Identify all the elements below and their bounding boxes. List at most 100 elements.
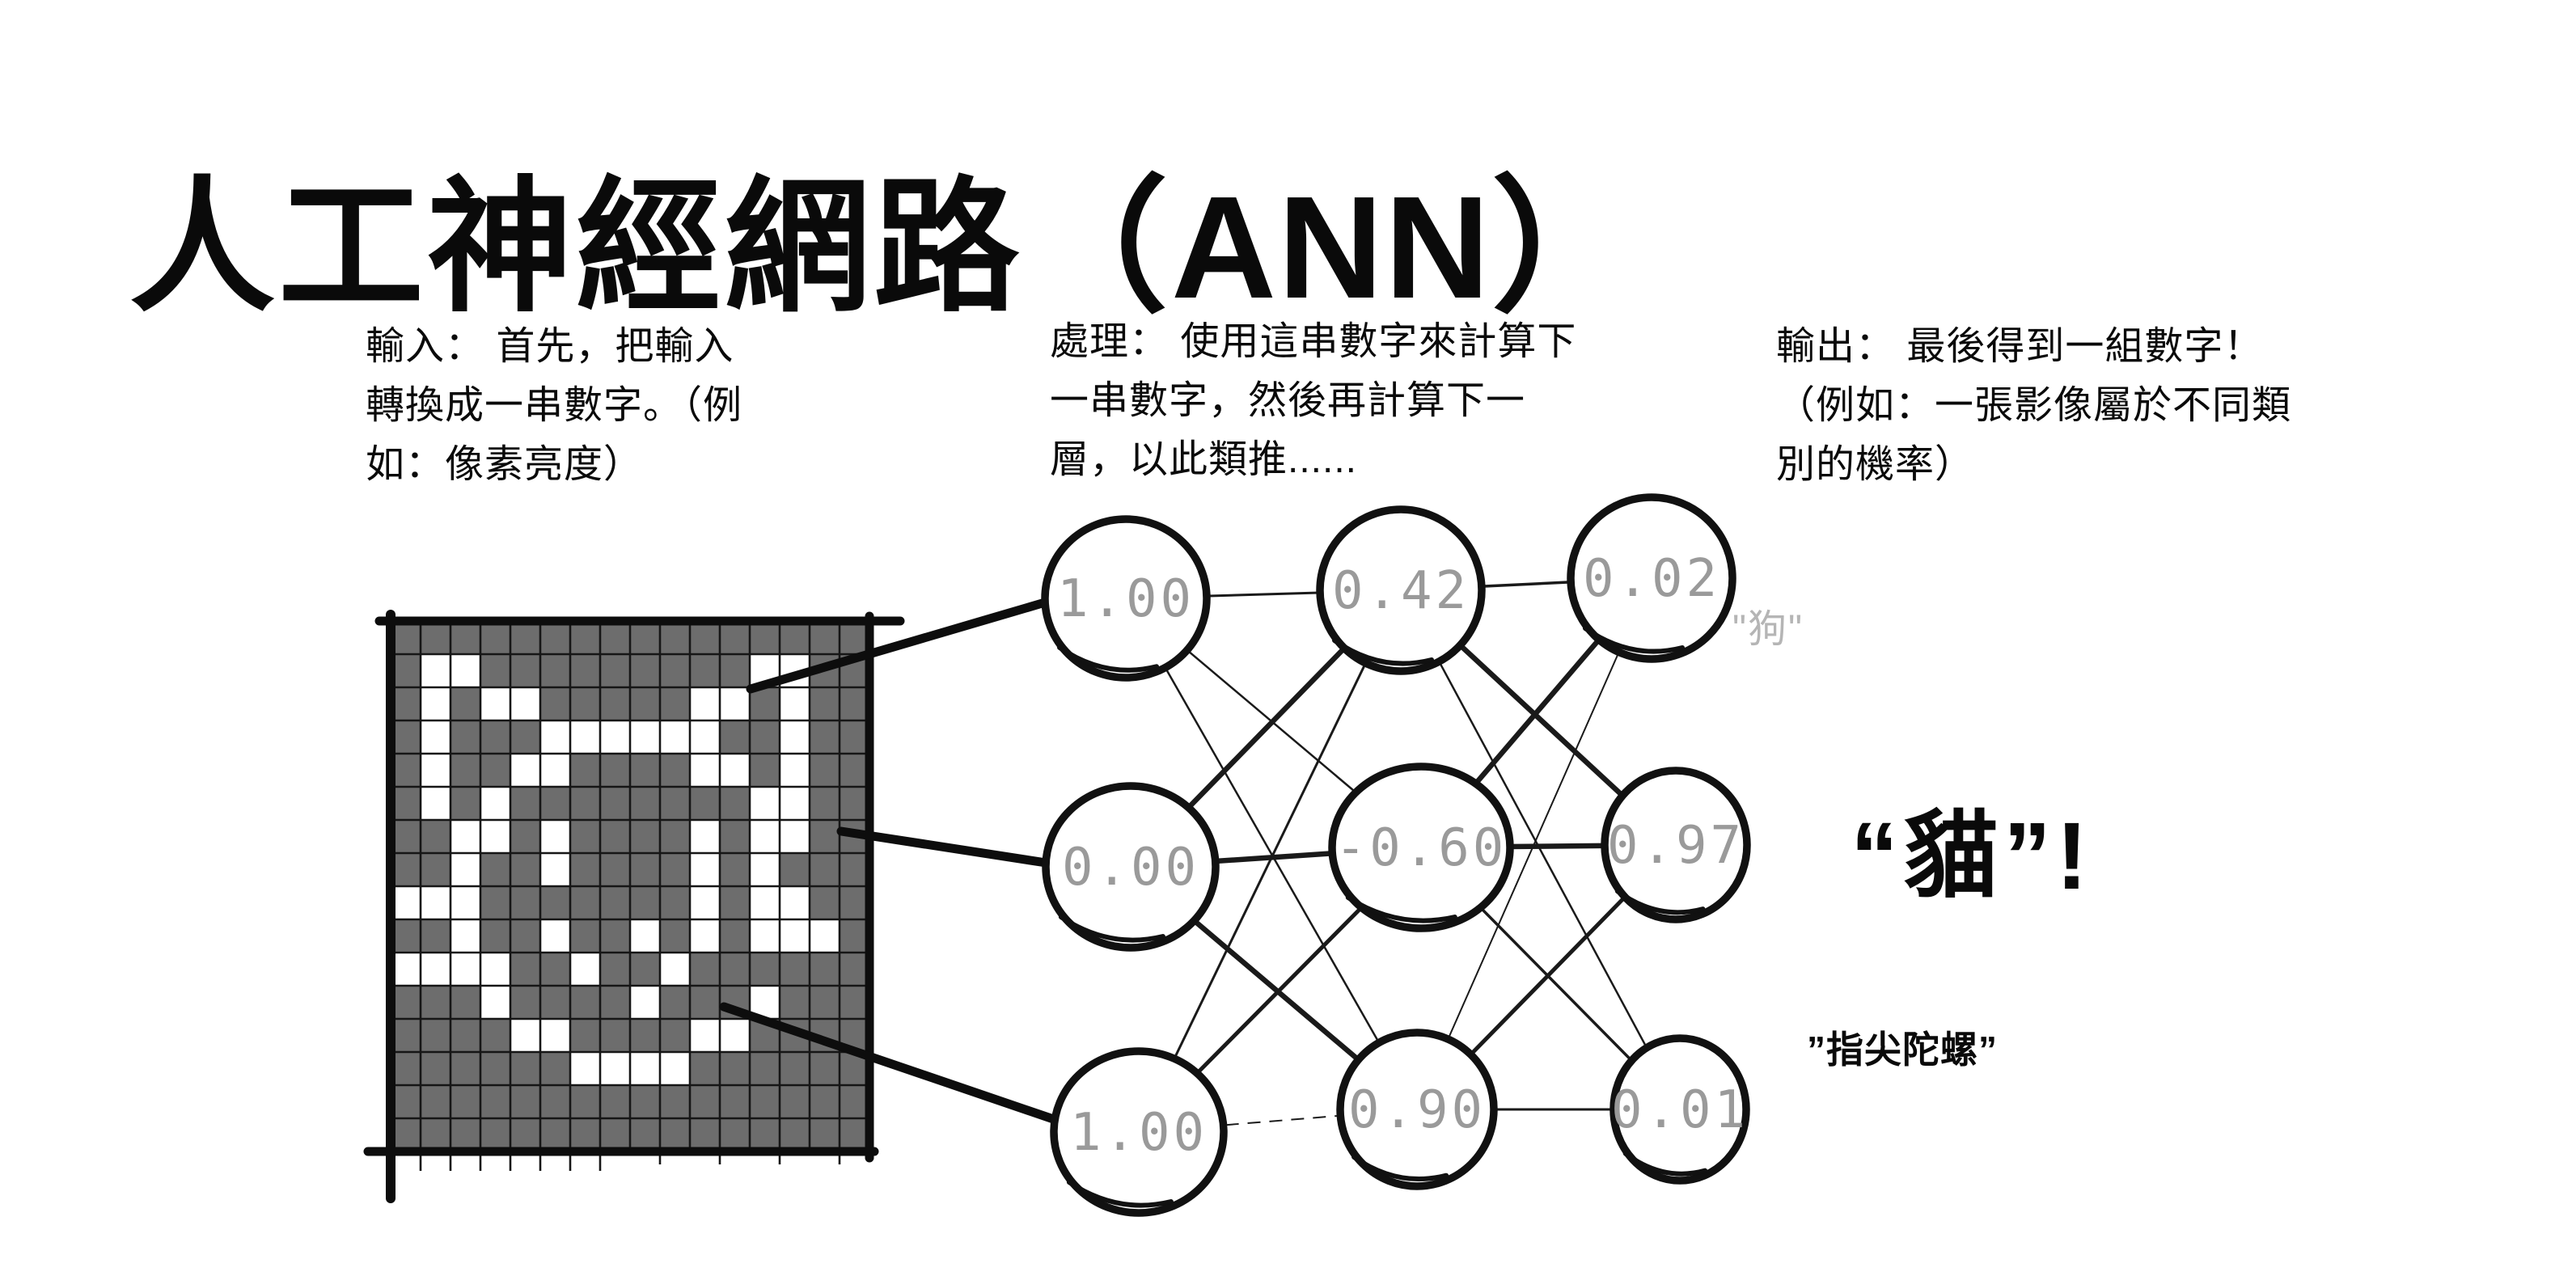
- pixel-cell: [450, 654, 480, 687]
- pixel-cell: [750, 886, 780, 919]
- pixel-cell: [600, 720, 630, 754]
- pixel-cell: [780, 986, 810, 1019]
- class-label-spinner: ”指尖陀螺”: [1807, 1029, 1998, 1071]
- pixel-cell: [630, 1052, 660, 1085]
- input-caption-line: 轉換成一串數字。（例: [366, 384, 743, 427]
- pixel-cell: [690, 919, 720, 953]
- pixel-cell: [450, 1052, 480, 1085]
- node-value-output: 0.01: [1611, 1080, 1749, 1140]
- cat-quote-close: ”!: [2003, 803, 2093, 910]
- pixel-cell: [630, 886, 660, 919]
- network-node-hidden: [1336, 1029, 1498, 1190]
- pixel-cell: [750, 1118, 780, 1151]
- pixel-cell: [630, 687, 660, 720]
- pixel-cell: [480, 953, 510, 986]
- pixel-cell: [570, 919, 600, 953]
- pixel-cell: [840, 919, 869, 953]
- pixel-cell: [391, 986, 421, 1019]
- pixel-cell: [480, 1019, 510, 1052]
- pixel-cell: [540, 720, 570, 754]
- pixel-cell: [810, 919, 840, 953]
- pixel-cell: [690, 621, 720, 654]
- pixel-cell: [391, 820, 421, 853]
- node-sketch-stroke: [1066, 1180, 1174, 1208]
- pixel-cell: [391, 953, 421, 986]
- pixel-cell: [391, 1085, 421, 1118]
- input-caption-line: 如：像素亮度）: [366, 443, 644, 486]
- pixel-cell: [600, 820, 630, 853]
- pixel-cell: [480, 820, 510, 853]
- node-sketch-stroke: [1332, 638, 1434, 666]
- pixel-cell: [660, 820, 690, 853]
- pixel-cell: [630, 1085, 660, 1118]
- pixel-cell: [540, 1052, 570, 1085]
- pixel-cell: [810, 787, 840, 820]
- pixel-cell: [391, 621, 421, 654]
- pixel-cell: [540, 1085, 570, 1118]
- pixel-cell: [421, 787, 450, 820]
- pixel-cell: [690, 687, 720, 720]
- pixel-cell: [421, 820, 450, 853]
- input-caption: 輸入： 首先，把輸入 轉換成一串數字。（例 如：像素亮度）: [366, 317, 899, 494]
- pixel-cell: [600, 687, 630, 720]
- pixel-cell: [660, 919, 690, 953]
- pixel-cell: [720, 1052, 750, 1085]
- pixel-cell: [810, 986, 840, 1019]
- node-sketch-stroke: [1345, 895, 1457, 923]
- pixel-cell: [540, 787, 570, 820]
- pixel-cell: [660, 1019, 690, 1052]
- pixel-cell: [780, 621, 810, 654]
- pixel-cell: [840, 687, 869, 720]
- process-caption-line: 一串數字，然後再計算下一: [1050, 379, 1526, 422]
- pixel-cell: [600, 787, 630, 820]
- pixel-cell: [570, 621, 600, 654]
- pixel-cell: [450, 853, 480, 886]
- pixel-cell: [391, 754, 421, 787]
- pixel-cell: [480, 787, 510, 820]
- pixel-cell: [780, 754, 810, 787]
- pixel-cell: [540, 1118, 570, 1151]
- pixel-cell: [630, 654, 660, 687]
- network-node-output: [1609, 1034, 1750, 1185]
- cat-quote-open: “: [1851, 803, 1903, 910]
- pixel-cell: [630, 853, 660, 886]
- output-caption-line: 別的機率）: [1776, 443, 1975, 486]
- pixel-cell: [660, 986, 690, 1019]
- node-sketch-stroke: [1583, 626, 1685, 654]
- pixel-cell: [421, 654, 450, 687]
- pixel-cell: [750, 1052, 780, 1085]
- page-title: 人工神經網路（ANN）: [129, 129, 1640, 340]
- pixel-cell: [810, 886, 840, 919]
- pixel-cell: [660, 1085, 690, 1118]
- pixel-cell: [510, 754, 540, 787]
- grid-to-node-arrow: [719, 1002, 1072, 1129]
- pixel-cell: [570, 853, 600, 886]
- pixel-cell: [810, 1052, 840, 1085]
- network-node-hidden: [1316, 505, 1486, 675]
- pixel-cell: [391, 1052, 421, 1085]
- pixel-cell: [480, 754, 510, 787]
- pixel-cell: [540, 754, 570, 787]
- pixel-cell: [720, 886, 750, 919]
- pixel-cell: [480, 886, 510, 919]
- class-label-cat: “貓”!: [1851, 778, 2092, 916]
- pixel-cell: [540, 953, 570, 986]
- pixel-cell: [630, 1019, 660, 1052]
- pixel-cell: [720, 953, 750, 986]
- pixel-cell: [600, 986, 630, 1019]
- pixel-cell: [570, 1118, 600, 1151]
- pixel-cell: [750, 1085, 780, 1118]
- pixel-cell: [570, 787, 600, 820]
- pixel-cell: [600, 1118, 630, 1151]
- pixel-cell: [510, 1052, 540, 1085]
- pixel-cell: [780, 853, 810, 886]
- pixel-cell: [780, 1085, 810, 1118]
- node-value-output: 0.97: [1607, 816, 1745, 876]
- pixel-cell: [391, 687, 421, 720]
- pixel-cell: [570, 953, 600, 986]
- network-edge: [1137, 589, 1402, 1133]
- pixel-cell: [750, 687, 780, 720]
- pixel-cell: [510, 1019, 540, 1052]
- node-value-hidden: 0.90: [1348, 1080, 1486, 1140]
- pixel-cell: [690, 1052, 720, 1085]
